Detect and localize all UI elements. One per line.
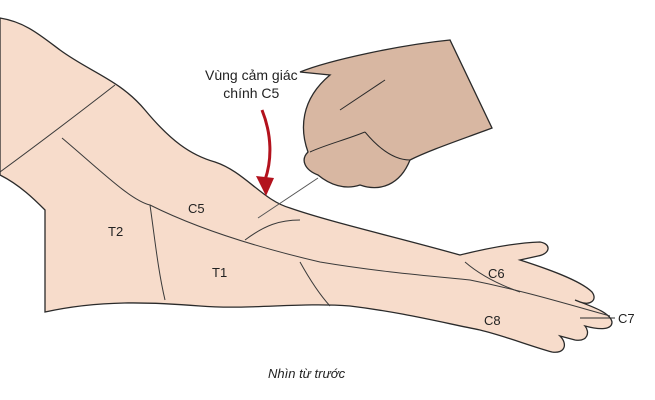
arm-shape: [0, 17, 613, 353]
caption: Nhìn từ trước: [268, 366, 346, 381]
pin-needle: [257, 177, 319, 219]
callout-line-2: chính C5: [223, 85, 280, 101]
label-c8: C8: [484, 313, 501, 328]
callout-line-1: Vùng cảm giác: [205, 67, 298, 83]
examiner-hand: [299, 39, 493, 189]
label-t1: T1: [212, 265, 228, 280]
label-t2: T2: [108, 224, 124, 239]
label-c7: C7: [618, 311, 635, 326]
c5-callout: Vùng cảm giác chính C5: [205, 66, 298, 102]
dermatome-lines: [0, 84, 611, 317]
label-c5: C5: [188, 201, 205, 216]
arrow-head-icon: [256, 176, 274, 196]
arrow-shaft: [260, 109, 272, 181]
label-c6: C6: [488, 266, 505, 281]
